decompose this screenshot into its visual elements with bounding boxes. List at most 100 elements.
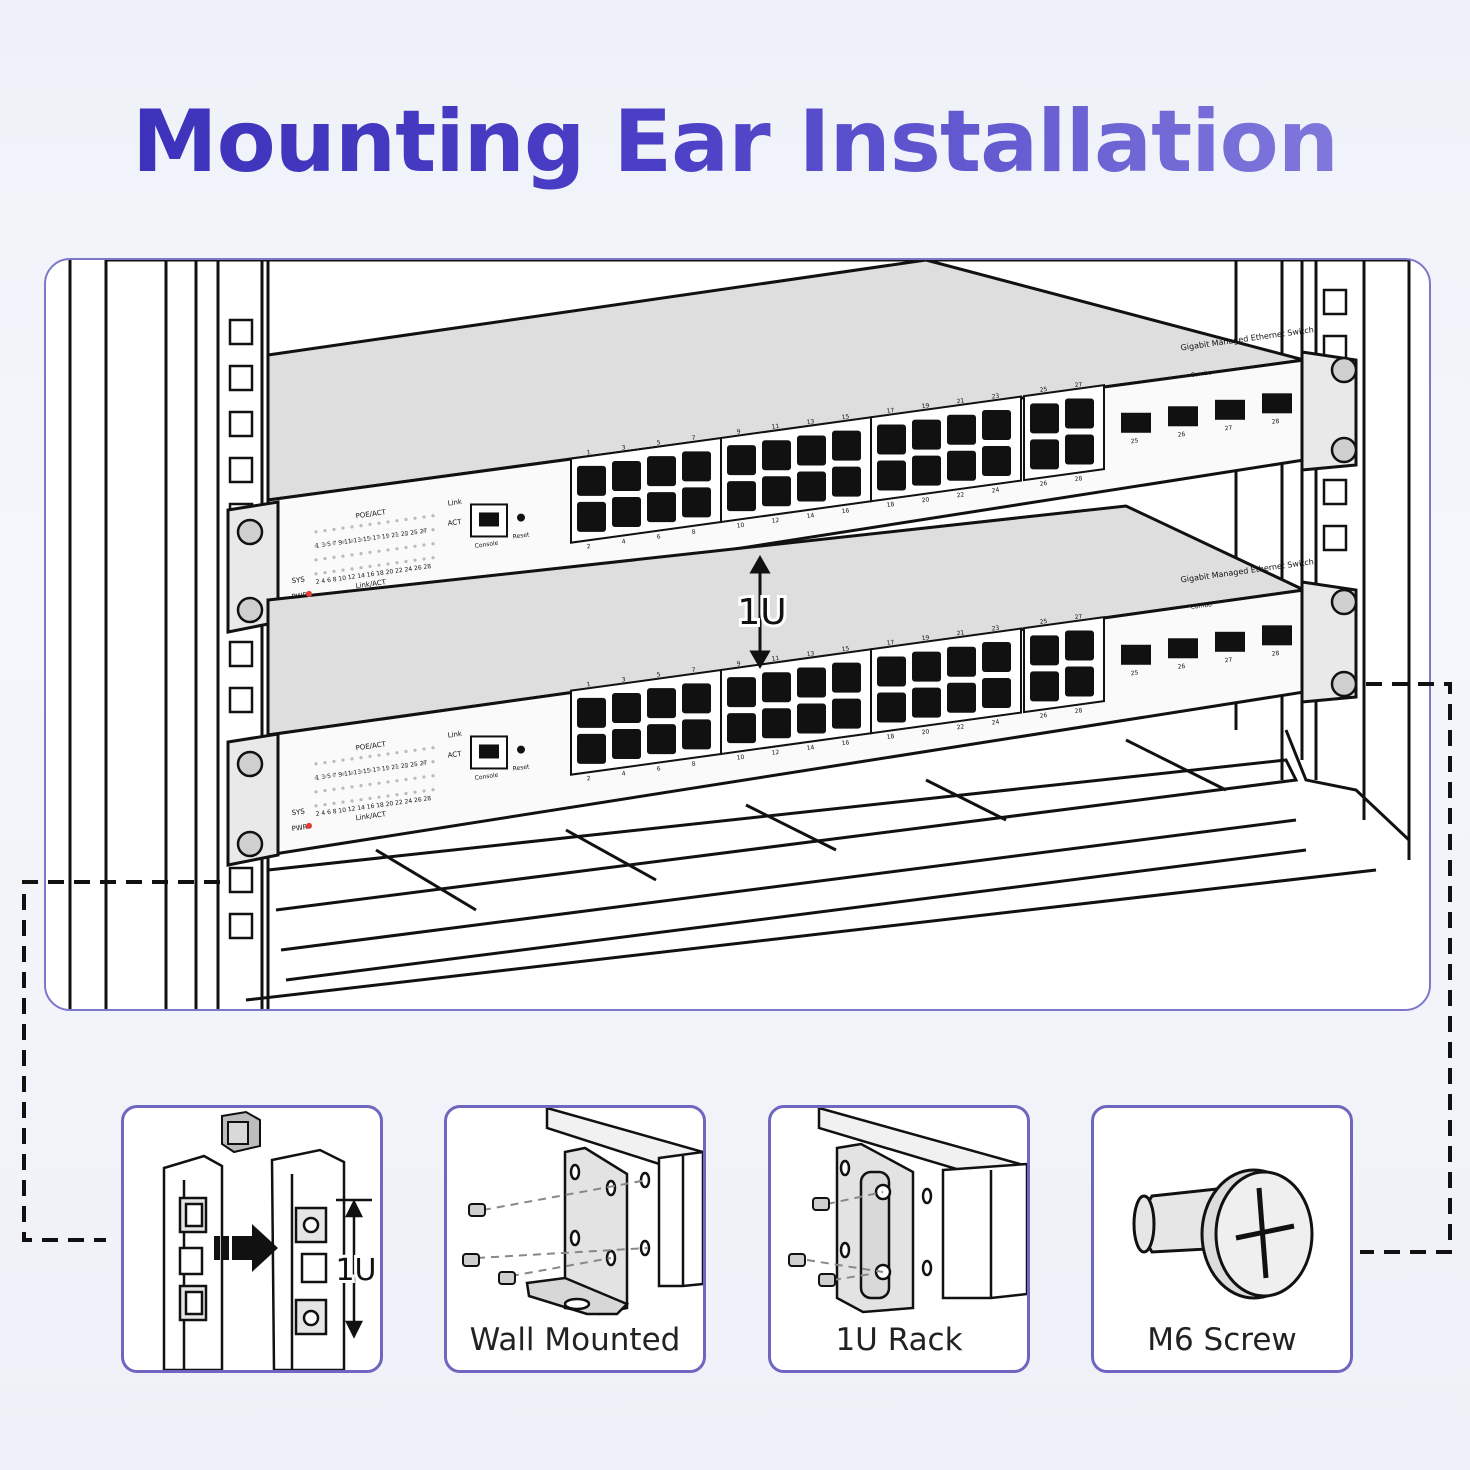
port-number-top: 13 xyxy=(806,418,815,426)
port-number-top: 5 xyxy=(656,671,661,678)
sfp-port xyxy=(1215,399,1245,420)
status-led xyxy=(314,762,318,766)
port-number-top: 7 xyxy=(691,666,696,673)
status-led xyxy=(395,779,399,783)
port-number-top: 25 xyxy=(1039,386,1048,394)
status-led xyxy=(377,795,381,799)
sfp-number: 26 xyxy=(1177,663,1186,671)
status-led xyxy=(395,519,399,523)
status-led xyxy=(341,772,345,776)
sfp-port xyxy=(1121,644,1151,665)
port-number-top: 9 xyxy=(736,660,741,667)
status-led xyxy=(413,776,417,780)
rj45-port xyxy=(647,724,676,755)
status-led xyxy=(422,529,426,533)
status-led xyxy=(359,566,363,570)
panel-wall-mounted: Wall Mounted xyxy=(444,1105,706,1373)
status-led xyxy=(314,804,318,808)
status-led xyxy=(323,557,327,561)
rj45-port xyxy=(577,697,606,728)
status-led xyxy=(314,530,318,534)
rj45-port xyxy=(877,460,906,491)
status-led xyxy=(377,535,381,539)
link-label: Link xyxy=(447,498,463,508)
status-led xyxy=(422,747,426,751)
rj45-port xyxy=(1030,403,1059,434)
rj45-port xyxy=(797,435,826,466)
sfp-port xyxy=(1121,412,1151,433)
status-led xyxy=(422,789,426,793)
rj45-port xyxy=(612,693,641,724)
port-number-bottom: 16 xyxy=(841,739,850,747)
port-number-top: 17 xyxy=(886,639,895,647)
rj45-port xyxy=(982,641,1011,672)
status-led xyxy=(359,798,363,802)
panel-height-label: 1U xyxy=(335,1253,376,1288)
port-number-bottom: 14 xyxy=(806,512,815,520)
port-number-top: 13 xyxy=(806,650,815,658)
rj45-port xyxy=(727,481,756,512)
rj45-port xyxy=(577,465,606,496)
port-number-top: 9 xyxy=(736,428,741,435)
status-led xyxy=(377,549,381,553)
status-led xyxy=(404,749,408,754)
status-led xyxy=(323,775,327,779)
rj45-port xyxy=(1065,398,1094,429)
status-led xyxy=(341,758,345,762)
status-led xyxy=(350,799,354,803)
pwr-label: PWR xyxy=(291,591,308,601)
status-led xyxy=(350,771,354,775)
status-led xyxy=(404,763,408,768)
sfp-number: 28 xyxy=(1271,650,1280,658)
rack-mount-illustration xyxy=(788,1108,1027,1314)
status-led xyxy=(314,776,318,780)
port-number-bottom: 2 xyxy=(586,775,591,782)
status-led xyxy=(323,789,327,793)
status-led xyxy=(377,753,381,757)
port-number-top: 23 xyxy=(991,625,1000,633)
status-led xyxy=(377,521,381,525)
rj45-port xyxy=(877,692,906,723)
status-led xyxy=(386,534,390,538)
port-number-bottom: 22 xyxy=(956,491,965,499)
panel-label-m6-screw: M6 Screw xyxy=(1147,1322,1297,1358)
port-number-top: 15 xyxy=(841,413,850,421)
status-led xyxy=(359,756,363,760)
port-number-bottom: 20 xyxy=(921,728,930,736)
status-led xyxy=(395,561,399,565)
status-led xyxy=(422,543,426,547)
status-led xyxy=(431,774,435,778)
rj45-port xyxy=(612,729,641,760)
port-number-bottom: 12 xyxy=(771,517,780,525)
rj45-port xyxy=(912,419,941,450)
status-led xyxy=(431,514,435,518)
port-number-bottom: 10 xyxy=(736,522,745,530)
status-led xyxy=(386,766,390,770)
status-led xyxy=(332,773,336,777)
status-led xyxy=(323,761,327,765)
port-number-top: 23 xyxy=(991,393,1000,401)
port-number-bottom: 8 xyxy=(691,760,696,767)
status-led xyxy=(386,752,390,756)
reset-label: Reset xyxy=(512,763,530,772)
status-led xyxy=(341,526,345,530)
rj45-port xyxy=(947,646,976,677)
insert-arrow-icon xyxy=(214,1224,278,1272)
status-led xyxy=(395,793,399,797)
rj45-port xyxy=(1065,434,1094,465)
rj45-port xyxy=(612,497,641,528)
status-led xyxy=(350,785,354,789)
panel-label-wall-mounted: Wall Mounted xyxy=(469,1322,681,1358)
rj45-port xyxy=(982,445,1011,476)
power-led xyxy=(306,590,312,597)
rj45-port xyxy=(682,487,711,518)
status-led xyxy=(431,542,435,546)
rj45-port xyxy=(682,451,711,482)
rj45-port xyxy=(1065,630,1094,661)
status-led xyxy=(350,757,354,761)
rj45-port xyxy=(912,651,941,682)
port-number-bottom: 6 xyxy=(656,533,661,540)
port-number-bottom: 2 xyxy=(586,543,591,550)
status-led xyxy=(377,781,381,785)
